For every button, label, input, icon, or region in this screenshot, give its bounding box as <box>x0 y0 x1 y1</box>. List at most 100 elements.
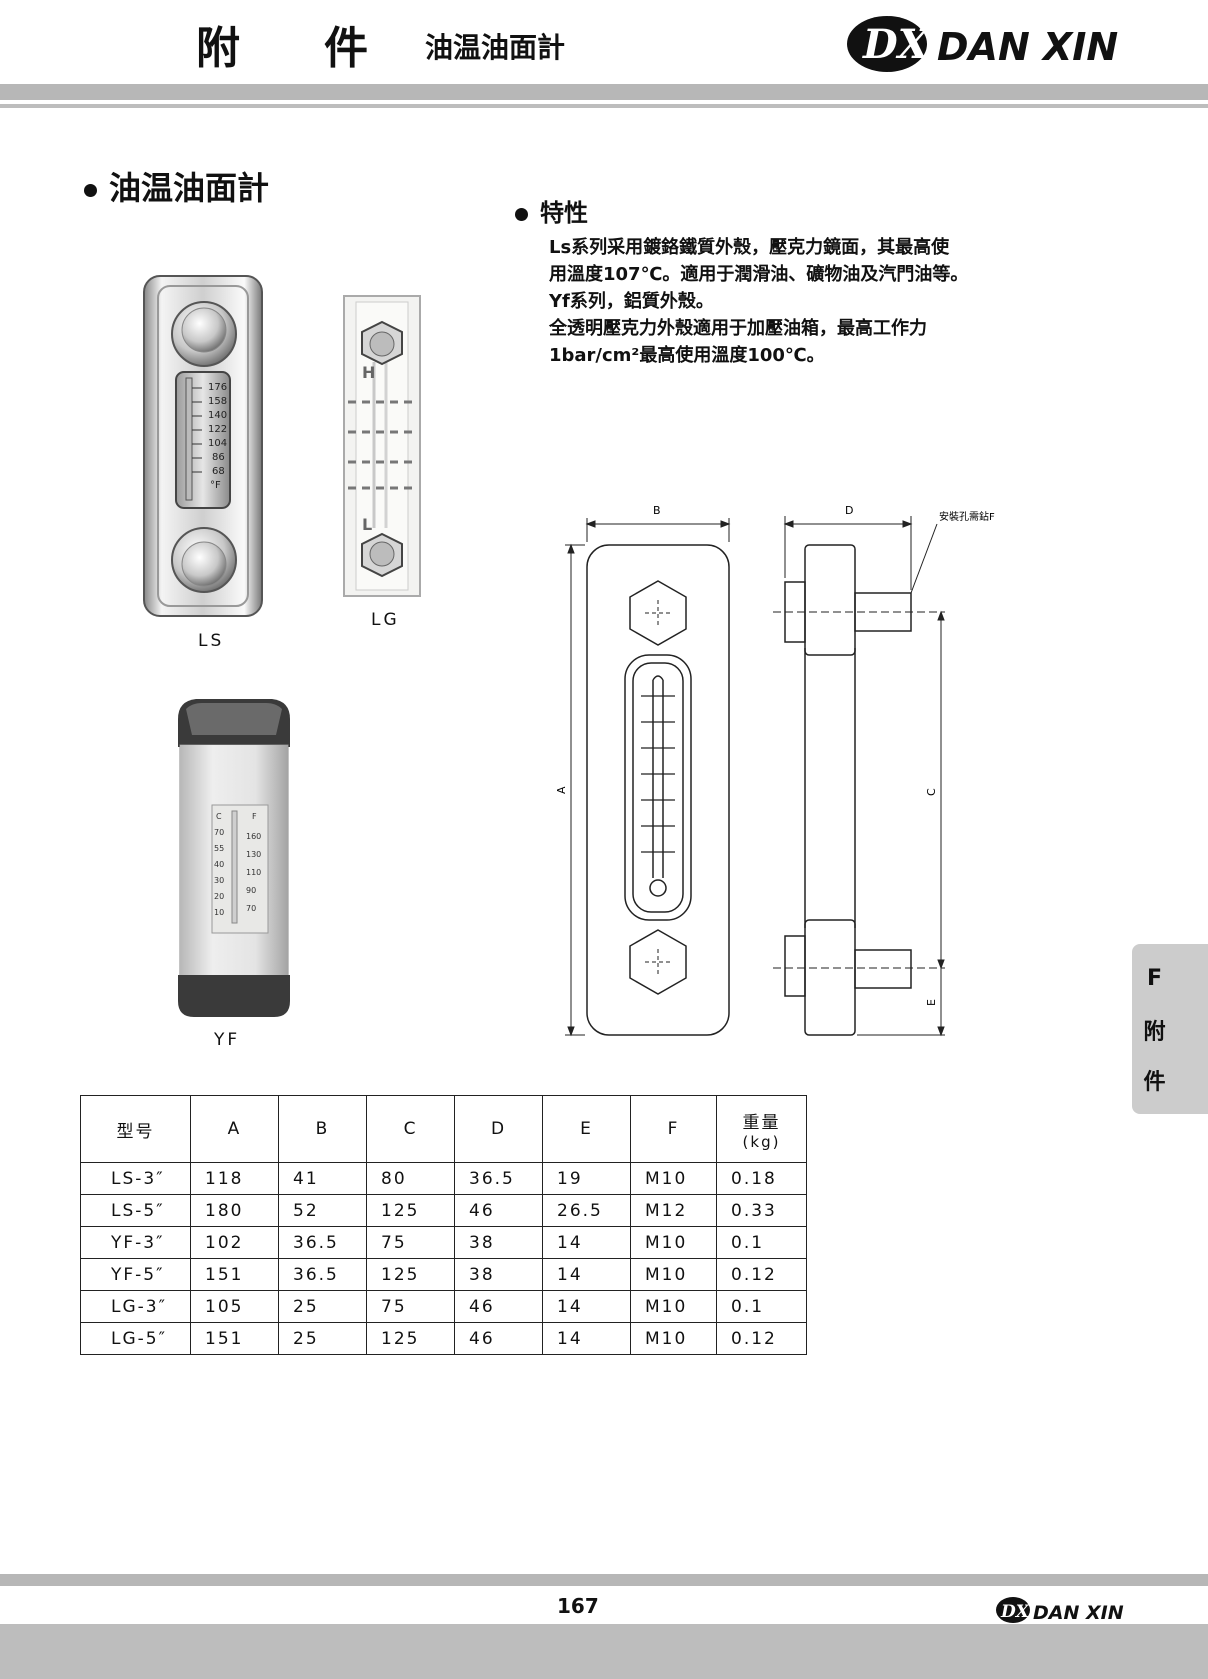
page-title: 附件 <box>196 12 370 76</box>
ls-scale-label: 104 <box>208 438 227 449</box>
table-cell: 125 <box>366 1194 455 1227</box>
section-heading-text: 油温油面計 <box>109 169 270 207</box>
page-subtitle: 油温油面計 <box>425 31 566 64</box>
table-header-b: B <box>278 1095 367 1163</box>
lg-label: LG <box>371 610 400 630</box>
table-header-f: F <box>630 1095 717 1163</box>
table-row: LG-5″ 151 25 125 46 14 M10 0.12 <box>80 1322 807 1355</box>
ls-scale-label: 86 <box>212 452 225 463</box>
mounting-hole-note: 安裝孔需鉆F <box>939 510 995 523</box>
table-header-row: 型号 A B C D E F 重量(kg) <box>80 1095 807 1163</box>
table-cell: 0.1 <box>716 1290 807 1323</box>
table-cell: 102 <box>190 1226 279 1259</box>
logo-mark-text: DX <box>862 21 931 68</box>
table-header-e: E <box>542 1095 631 1163</box>
table-cell: YF-3″ <box>80 1226 191 1259</box>
table-row: LG-3″ 105 25 75 46 14 M10 0.1 <box>80 1290 807 1323</box>
yf-scale-c: 10 <box>214 908 224 917</box>
table-cell: M10 <box>630 1258 717 1291</box>
logo-brand-text: DAN XIN <box>937 25 1118 69</box>
dim-e-label: E <box>925 999 938 1006</box>
table-cell: 25 <box>278 1290 367 1323</box>
table-header-c: C <box>366 1095 455 1163</box>
table-row: LS-3″ 118 41 80 36.5 19 M10 0.18 <box>80 1162 807 1195</box>
table-cell: 52 <box>278 1194 367 1227</box>
table-cell: 36.5 <box>454 1162 543 1195</box>
ls-scale-label: °F <box>210 480 221 491</box>
table-cell: 80 <box>366 1162 455 1195</box>
table-cell: 0.18 <box>716 1162 807 1195</box>
table-cell: 38 <box>454 1258 543 1291</box>
table-cell: 36.5 <box>278 1226 367 1259</box>
table-row: YF-3″ 102 36.5 75 38 14 M10 0.1 <box>80 1226 807 1259</box>
table-cell: 14 <box>542 1258 631 1291</box>
section-heading: 油温油面計 <box>84 163 269 209</box>
dim-d-label: D <box>845 504 853 517</box>
dim-c-label: C <box>925 788 938 796</box>
yf-label: YF <box>214 1030 241 1050</box>
dimension-drawing: B A D 安裝孔需鉆F C <box>555 504 995 1037</box>
table-header-weight: 重量(kg) <box>716 1095 807 1163</box>
yf-scale-f: 70 <box>246 904 256 913</box>
bullet-icon <box>84 183 97 197</box>
features-line: Ls系列采用鍍鉻鐵質外殼，壓克力鏡面，其最高使 <box>549 237 950 258</box>
features-line: 用溫度107℃。適用于潤滑油、礦物油及汽門油等。 <box>549 264 969 285</box>
header-band <box>0 84 1208 100</box>
features-line: 1bar/cm²最高使用溫度100℃。 <box>549 345 825 366</box>
yf-scale-f: 130 <box>246 850 261 859</box>
features-line: Yf系列，鋁質外殼。 <box>549 291 714 312</box>
table-cell: 125 <box>366 1258 455 1291</box>
ls-scale-label: 140 <box>208 410 227 421</box>
title-char-1: 附 <box>196 23 242 74</box>
page-number: 167 <box>557 1594 599 1618</box>
table-cell: 180 <box>190 1194 279 1227</box>
table-cell: M10 <box>630 1290 717 1323</box>
table-row: LS-5″ 180 52 125 46 26.5 M12 0.33 <box>80 1194 807 1227</box>
table-cell: 46 <box>454 1194 543 1227</box>
ls-scale-label: 122 <box>208 424 227 435</box>
features-heading-text: 特性 <box>540 199 588 227</box>
yf-scale-c: 70 <box>214 828 224 837</box>
danxin-logo-footer: DX DAN XIN <box>996 1597 1124 1624</box>
ls-scale-label: 158 <box>208 396 227 407</box>
lg-gauge-photo: H L <box>343 295 421 597</box>
footer-base-band <box>0 1624 1208 1679</box>
table-header-d: D <box>454 1095 543 1163</box>
table-cell: LS-5″ <box>80 1194 191 1227</box>
table-cell: 14 <box>542 1322 631 1355</box>
dim-a-label: A <box>555 786 568 794</box>
ls-label: LS <box>198 631 225 651</box>
chapter-tab-char: 附 <box>1143 1020 1166 1045</box>
footer-band <box>0 1574 1208 1586</box>
table-cell: 0.12 <box>716 1258 807 1291</box>
table-row: YF-5″ 151 36.5 125 38 14 M10 0.12 <box>80 1258 807 1291</box>
yf-gauge-photo: C F 70 55 40 30 20 10 160 130 110 90 70 <box>178 699 290 1017</box>
table-cell: LG-5″ <box>80 1322 191 1355</box>
table-header-model: 型号 <box>80 1095 191 1163</box>
table-cell: 19 <box>542 1162 631 1195</box>
footer-logo-mark: DX <box>1000 1602 1030 1622</box>
table-cell: 0.1 <box>716 1226 807 1259</box>
table-cell: 26.5 <box>542 1194 631 1227</box>
yf-scale-c: 30 <box>214 876 224 885</box>
yf-scale-c: 40 <box>214 860 224 869</box>
yf-scale-f: 90 <box>246 886 256 895</box>
table-cell: 25 <box>278 1322 367 1355</box>
yf-scale-f-head: F <box>252 812 257 821</box>
top-hex-bolt <box>629 580 687 646</box>
table-cell: 14 <box>542 1290 631 1323</box>
yf-scale-c-head: C <box>216 812 222 821</box>
features-text: Ls系列采用鍍鉻鐵質外殼，壓克力鏡面，其最高使 用溫度107℃。適用于潤滑油、礦… <box>549 234 1049 369</box>
yf-scale-f: 110 <box>246 868 261 877</box>
weight-header: 重量 <box>742 1112 781 1133</box>
chapter-tab: F 附 件 <box>1132 944 1208 1114</box>
table-cell: 118 <box>190 1162 279 1195</box>
table-cell: YF-5″ <box>80 1258 191 1291</box>
chapter-tab-char: 件 <box>1143 1070 1166 1095</box>
table-cell: 38 <box>454 1226 543 1259</box>
table-cell: M10 <box>630 1162 717 1195</box>
yf-scale-c: 20 <box>214 892 224 901</box>
table-cell: 36.5 <box>278 1258 367 1291</box>
table-cell: 41 <box>278 1162 367 1195</box>
chapter-tab-letter: F <box>1146 966 1163 991</box>
